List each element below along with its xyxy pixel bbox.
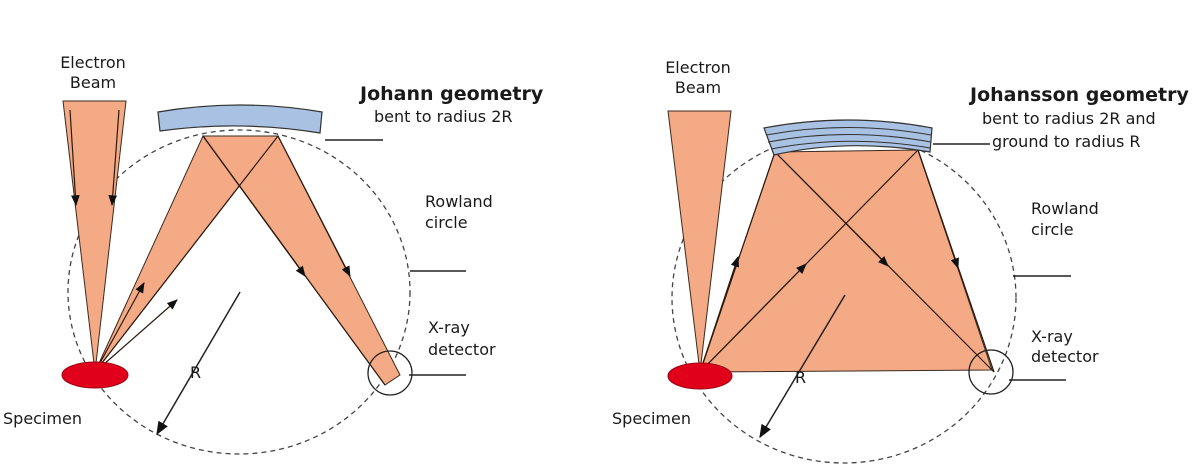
- johann-diagram: Electron Beam Johann geometry bent to ra…: [3, 53, 544, 455]
- detector-label: detector: [428, 340, 496, 359]
- bent-crystal: [157, 104, 323, 134]
- diffracted-xray-beam: [202, 135, 401, 386]
- rowland-label: Rowland: [1031, 199, 1099, 218]
- rowland-label: Rowland: [425, 192, 493, 211]
- detector-circle: [367, 350, 413, 396]
- specimen-disc: [667, 362, 733, 390]
- geometry-subtitle: ground to radius R: [992, 132, 1141, 151]
- specimen-disc: [61, 361, 129, 389]
- rowland-label: circle: [425, 213, 468, 232]
- electron-beam-label: Electron: [60, 53, 126, 72]
- detector-circle: [968, 349, 1014, 395]
- electron-beam-label: Electron: [665, 58, 731, 77]
- electron-beam-label: Beam: [70, 73, 116, 92]
- xray-beam: [699, 149, 993, 373]
- geometry-subtitle: bent to radius 2R and: [982, 109, 1156, 128]
- detector-label: X-ray: [1031, 327, 1073, 346]
- electron-beam: [667, 110, 732, 373]
- specimen-label: Specimen: [3, 409, 82, 428]
- radius-arrow: [156, 291, 241, 436]
- electron-beam: [62, 100, 127, 373]
- geometry-subtitle: bent to radius 2R: [374, 107, 513, 126]
- detector-label: detector: [1031, 347, 1099, 366]
- rowland-label: circle: [1031, 220, 1074, 239]
- ground-crystal: [763, 119, 933, 156]
- electron-beam-label: Beam: [675, 78, 721, 97]
- radius-label: R: [795, 368, 806, 387]
- detector-label: X-ray: [428, 318, 470, 337]
- johansson-diagram: Electron Beam Johansson geometry bent to…: [612, 58, 1189, 464]
- geometry-title: Johansson geometry: [968, 84, 1189, 106]
- radius-label: R: [190, 363, 201, 382]
- specimen-label: Specimen: [612, 409, 691, 428]
- geometry-title: Johann geometry: [358, 83, 544, 105]
- radius-arrow: [759, 294, 846, 439]
- rowland-circle: [67, 129, 411, 455]
